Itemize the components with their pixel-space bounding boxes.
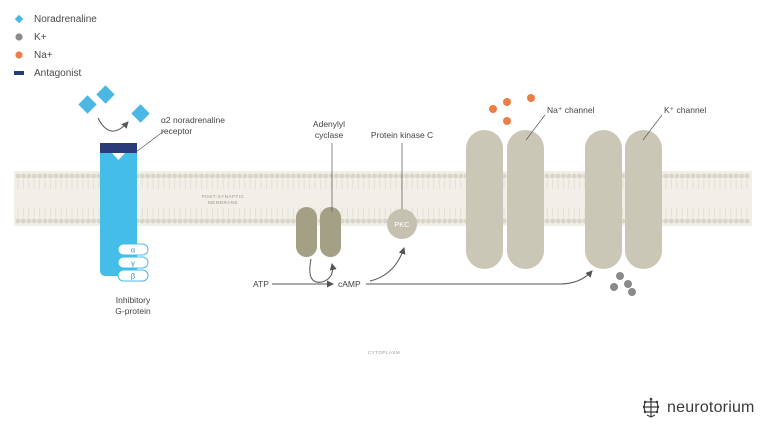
noradrenaline-diamond xyxy=(131,104,150,123)
signaling-pathway: ATP cAMP xyxy=(253,247,593,289)
camp-to-k-channel-arrow xyxy=(366,270,593,285)
gprotein-label-line2: G-protein xyxy=(115,306,151,316)
potassium-channel: K⁺ channel xyxy=(585,105,706,296)
inhibitory-g-protein: α γ β Inhibitory G-protein xyxy=(115,243,151,316)
g-subunit-beta xyxy=(117,269,149,282)
potassium-ion xyxy=(624,280,632,288)
legend-item-noradrenaline: Noradrenaline xyxy=(14,10,97,28)
noradrenaline-diamond xyxy=(96,85,115,104)
pkc-title: Protein kinase C xyxy=(371,130,433,140)
brand-logo: neurotorium xyxy=(641,397,755,419)
bar-icon xyxy=(14,68,24,78)
sodium-channel: Na⁺ channel xyxy=(466,94,595,269)
potassium-ion xyxy=(616,272,624,280)
legend-item-potassium: K+ xyxy=(14,28,97,46)
membrane-label-line1: POST-SYNAPTIC xyxy=(202,194,245,199)
g-subunit-gamma-label: γ xyxy=(131,259,135,268)
binding-arrow xyxy=(97,117,129,132)
legend-item-sodium: Na+ xyxy=(14,46,97,64)
sodium-ion xyxy=(489,105,497,113)
membrane-label-line2: MEMBRANE xyxy=(208,200,238,205)
na-channel-label: Na⁺ channel xyxy=(547,105,595,115)
adenylyl-label-line2: cyclase xyxy=(315,130,344,140)
legend-label-antagonist: Antagonist xyxy=(34,67,82,79)
legend-label-potassium: K+ xyxy=(34,31,47,43)
sodium-ion xyxy=(527,94,535,102)
brain-logo-icon xyxy=(642,397,660,418)
sodium-ion xyxy=(503,117,511,125)
receptor-label-line2: receptor xyxy=(161,126,192,136)
potassium-ion xyxy=(610,283,618,291)
diamond-icon xyxy=(14,14,24,24)
potassium-ion xyxy=(628,288,636,296)
noradrenaline-molecules xyxy=(78,85,150,132)
pkc-label: PKC xyxy=(394,220,410,229)
noradrenaline-diamond xyxy=(78,95,97,114)
receptor-label-line1: α2 noradrenaline xyxy=(161,115,225,125)
atp-label: ATP xyxy=(253,279,269,289)
cytoplasm-label: CYTOPLASM xyxy=(368,350,400,355)
brand-name: neurotorium xyxy=(667,399,755,416)
adenylyl-cyclase: Adenylyl cyclase xyxy=(296,119,345,283)
legend-item-antagonist: Antagonist xyxy=(14,64,97,82)
gprotein-label-line1: Inhibitory xyxy=(116,295,151,305)
legend: Noradrenaline K+ Na+ Antagonist xyxy=(14,10,97,82)
antagonist-bar xyxy=(100,143,137,153)
circle-icon xyxy=(14,32,24,42)
camp-to-pkc-arrow xyxy=(369,247,406,282)
legend-label-sodium: Na+ xyxy=(34,49,53,61)
sodium-ion xyxy=(503,98,511,106)
g-subunit-gamma xyxy=(117,256,149,269)
k-channel-label: K⁺ channel xyxy=(664,105,706,115)
protein-kinase-c: Protein kinase C PKC xyxy=(371,130,433,239)
camp-label: cAMP xyxy=(338,279,361,289)
adenylyl-label-line1: Adenylyl xyxy=(313,119,345,129)
g-subunit-beta-label: β xyxy=(131,272,136,281)
g-subunit-alpha xyxy=(117,243,149,256)
legend-label-noradrenaline: Noradrenaline xyxy=(34,13,97,25)
g-subunit-alpha-label: α xyxy=(131,246,136,255)
cyclase-turnover-arrow xyxy=(309,258,337,283)
circle-icon xyxy=(14,50,24,60)
